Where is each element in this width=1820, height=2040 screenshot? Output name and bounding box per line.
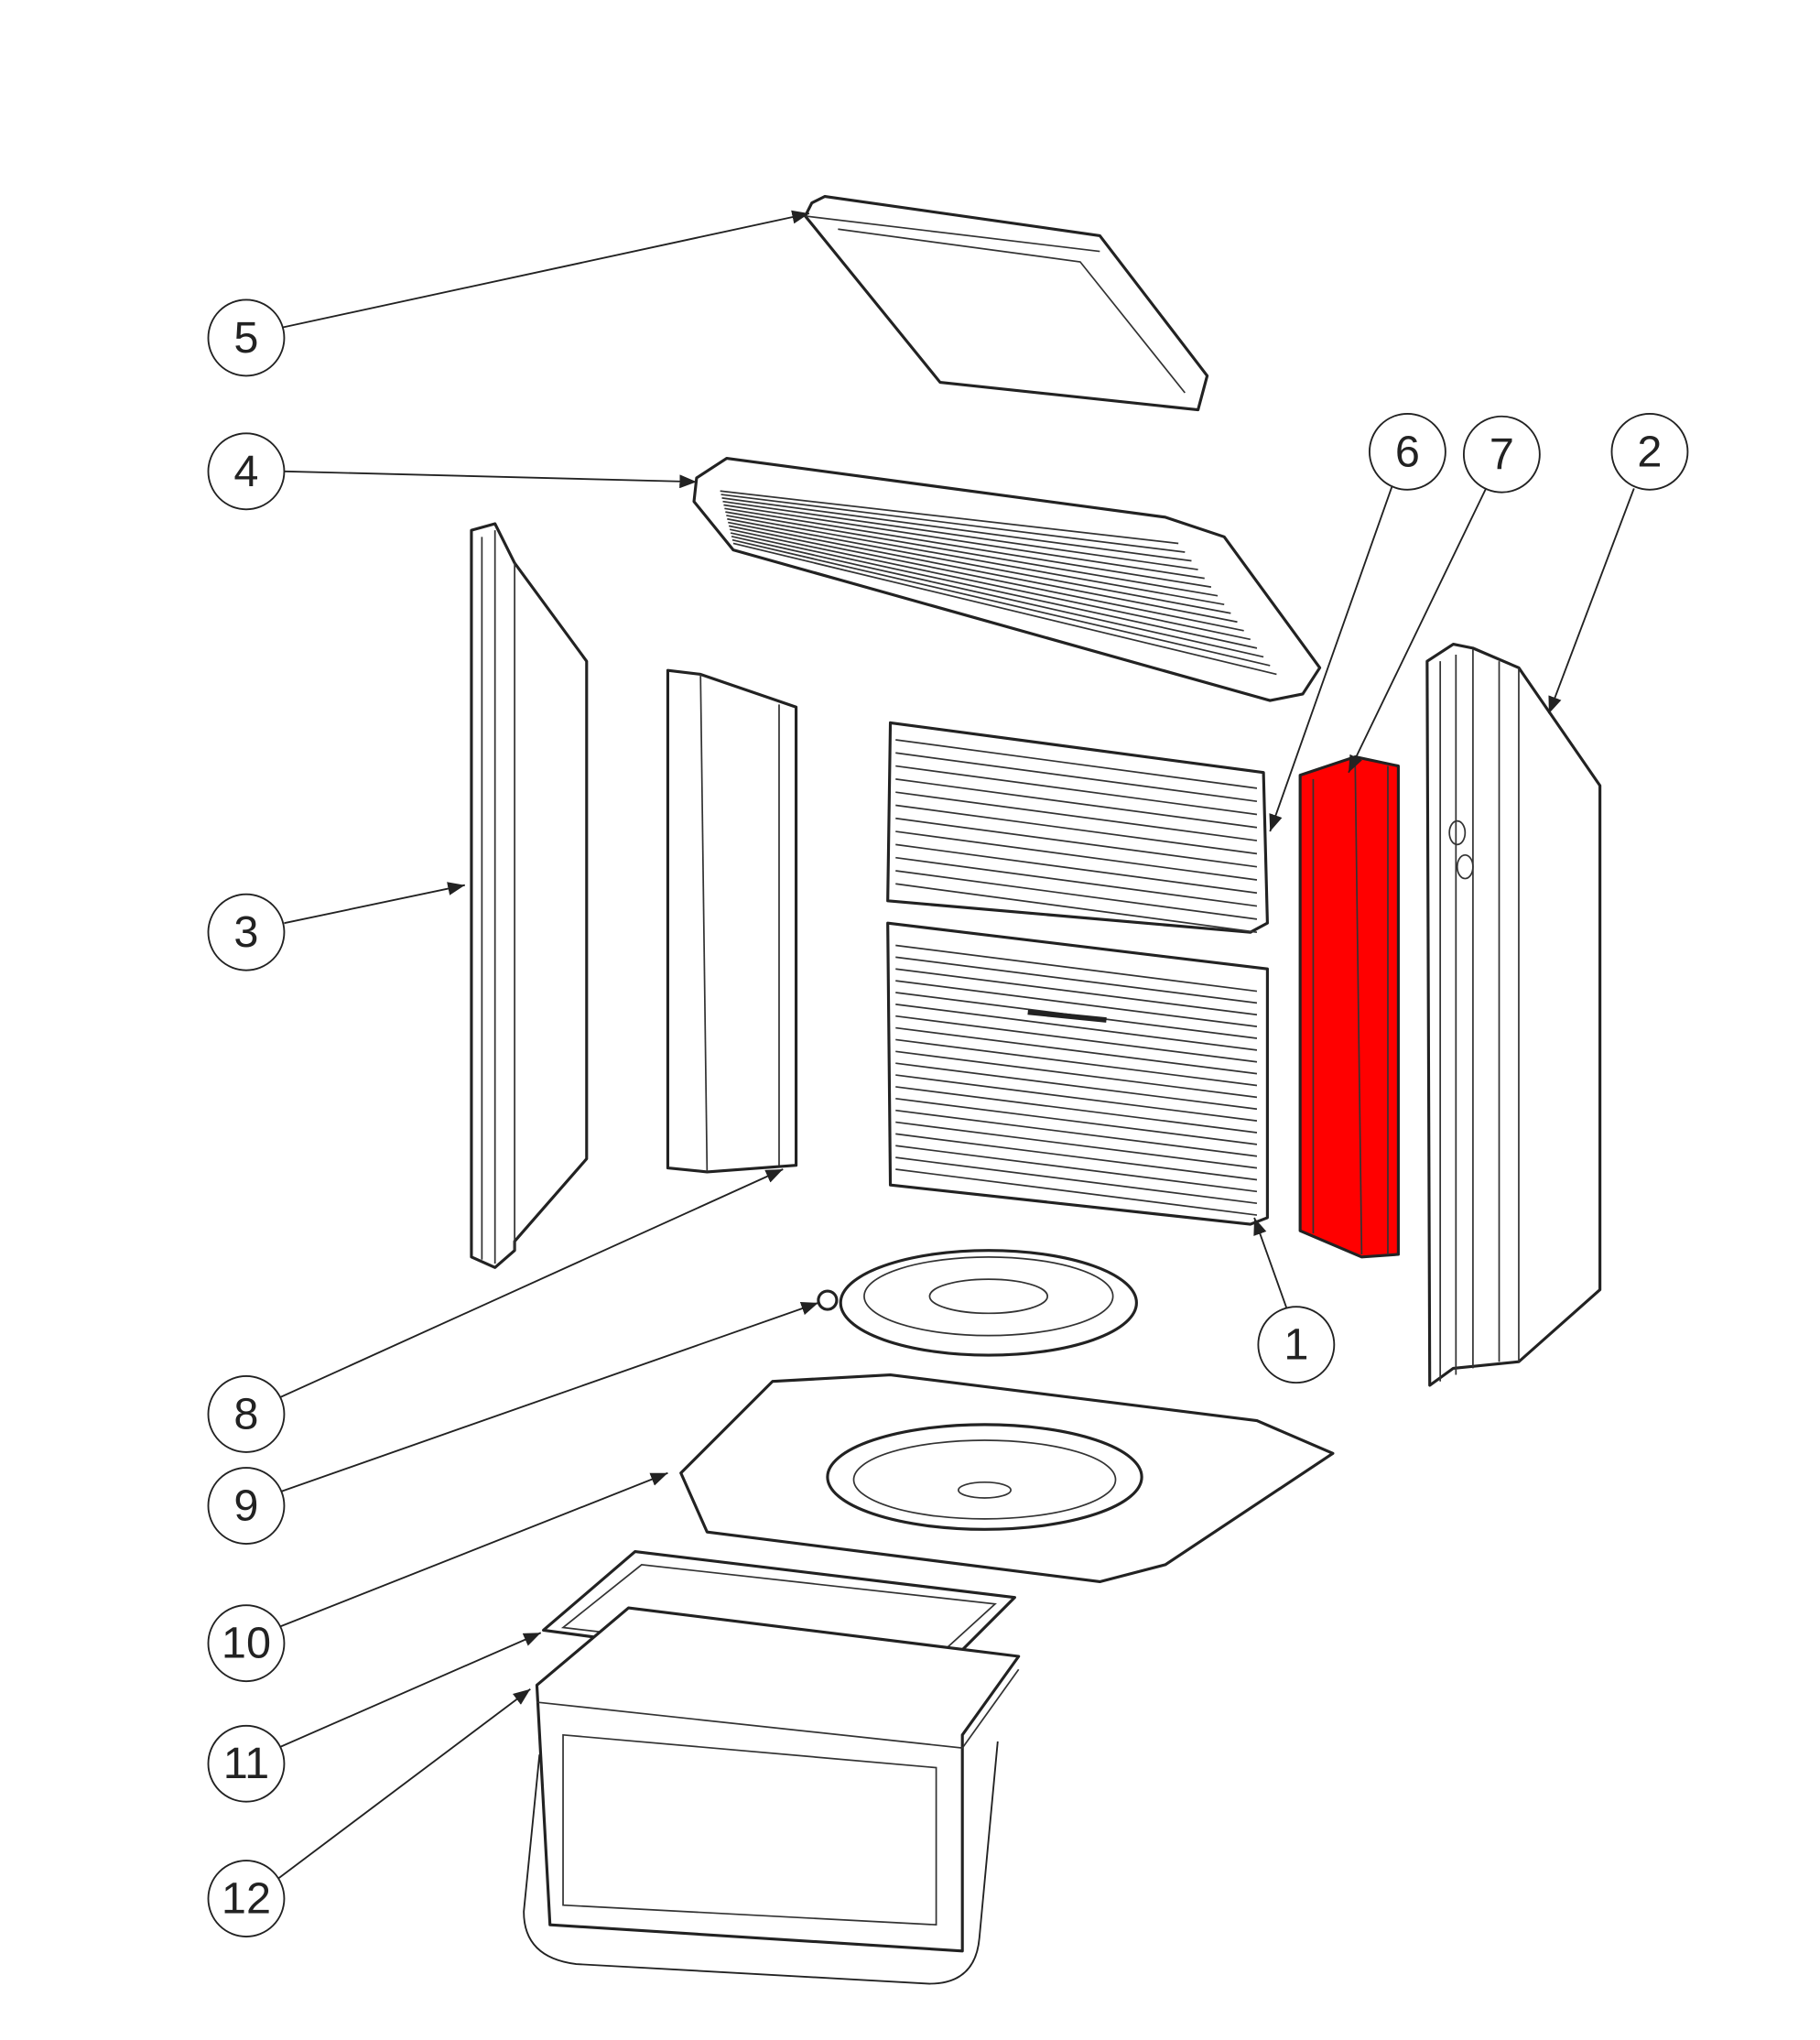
rib-line (895, 1086, 1258, 1134)
rib-line (895, 1156, 1258, 1205)
rib-line (895, 944, 1258, 993)
callout-label: 7 (1490, 429, 1514, 479)
rib-line (895, 980, 1258, 1028)
rib-line (895, 1026, 1258, 1075)
rib-line (895, 739, 1258, 789)
rib-line (895, 1145, 1258, 1193)
callout-label: 2 (1637, 427, 1662, 476)
callout-7: 7 (1462, 415, 1541, 494)
rib-line (895, 778, 1258, 829)
rib-line (729, 525, 1244, 632)
rib-line (721, 497, 1192, 562)
callout-3: 3 (207, 893, 286, 971)
part-12-ash-box[interactable] (523, 1606, 1021, 1985)
callout-label: 1 (1284, 1320, 1308, 1370)
callout-1: 1 (1257, 1306, 1336, 1384)
rib-line (729, 528, 1251, 641)
rib-line (895, 856, 1258, 907)
rib-line (727, 517, 1231, 614)
rib-line (726, 515, 1225, 606)
rib-line (895, 870, 1258, 920)
callout-label: 9 (233, 1481, 258, 1531)
rib-line (724, 507, 1212, 588)
rib-line (725, 511, 1219, 597)
callout-label: 10 (222, 1619, 271, 1668)
callout-4: 4 (207, 432, 286, 511)
callout-9: 9 (207, 1467, 286, 1545)
part-8-left-inner[interactable] (666, 668, 798, 1174)
callout-label: 5 (233, 313, 258, 363)
callout-label: 8 (233, 1389, 258, 1438)
rib-line (895, 817, 1258, 868)
rib-line (895, 1003, 1258, 1051)
callout-8: 8 (207, 1375, 286, 1453)
part-10-base-plate[interactable] (679, 1373, 1335, 1584)
rib-line (732, 542, 1277, 676)
rib-line (895, 1133, 1258, 1181)
rib-line (895, 843, 1258, 895)
rib-line (722, 500, 1198, 570)
callout-label: 4 (233, 447, 258, 496)
part-9-grate[interactable] (817, 1249, 1138, 1357)
rib-line (895, 1097, 1258, 1145)
rib-line (730, 532, 1258, 649)
rib-line (895, 1038, 1258, 1087)
rib-line (895, 1050, 1258, 1099)
part-7-highlighted[interactable] (1298, 754, 1400, 1259)
rib-line (895, 1074, 1258, 1122)
rib-line (895, 765, 1258, 816)
callout-12: 12 (207, 1860, 286, 1937)
callout-5: 5 (207, 298, 286, 377)
rib-line (720, 490, 1179, 545)
callout-2: 2 (1610, 412, 1689, 491)
rib-line (731, 536, 1264, 658)
callout-label: 12 (222, 1874, 271, 1924)
rib-line (720, 494, 1186, 553)
rib-line (895, 1109, 1258, 1157)
callout-10: 10 (207, 1604, 286, 1683)
leader-lines (276, 210, 1635, 1880)
callout-label: 11 (223, 1739, 269, 1788)
rib-line (895, 968, 1258, 1016)
rib-line (895, 752, 1258, 803)
part-5-top-plate[interactable] (804, 194, 1209, 412)
rib-line (895, 1062, 1258, 1111)
rib-line (731, 538, 1271, 667)
callout-label: 6 (1395, 427, 1420, 476)
part-4-baffle[interactable] (692, 456, 1322, 702)
rib-line (895, 804, 1258, 855)
rib-line (723, 504, 1205, 580)
rib-line (895, 1168, 1258, 1216)
rib-line (895, 956, 1258, 1004)
part-6-back-upper[interactable] (886, 721, 1269, 934)
rib-line (895, 1121, 1258, 1169)
callout-11: 11 (207, 1724, 286, 1803)
rib-line (895, 791, 1258, 841)
rib-line (728, 521, 1238, 624)
callout-6: 6 (1369, 412, 1446, 491)
part-2-right-side[interactable] (1425, 643, 1602, 1387)
callout-label: 3 (233, 907, 258, 957)
rib-line (895, 883, 1258, 934)
part-1-back-lower[interactable] (886, 921, 1269, 1226)
part-3-left-side[interactable] (470, 522, 589, 1269)
rib-line (895, 830, 1258, 881)
rib-line (895, 1015, 1258, 1063)
